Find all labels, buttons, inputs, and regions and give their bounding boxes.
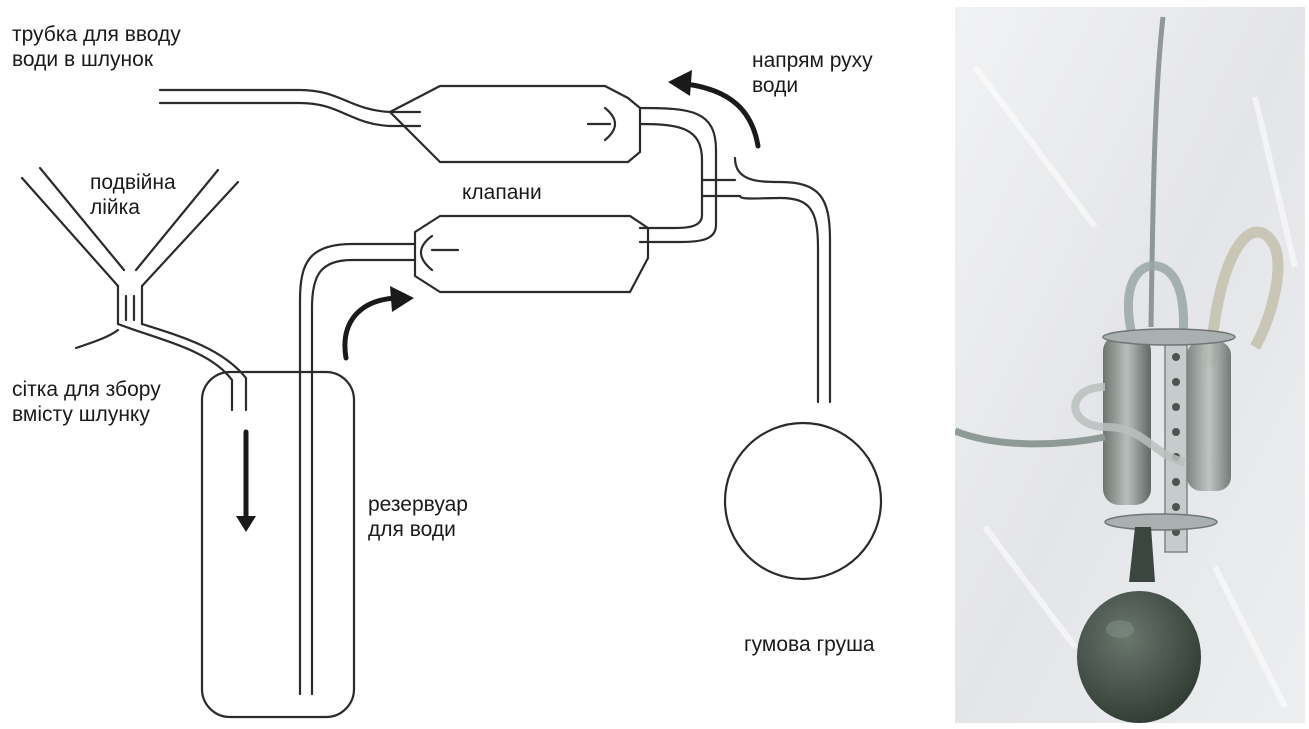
lower-valve-disc xyxy=(421,236,432,270)
gastric-lavage-schematic xyxy=(0,0,930,729)
strap-hole xyxy=(1172,403,1180,411)
arrow-head-intake xyxy=(390,286,414,312)
double-funnel-spout xyxy=(118,286,142,324)
double-funnel-label-line-2: лійка xyxy=(90,195,176,220)
rubber-bulb xyxy=(1077,591,1201,723)
double-funnel-label-line-1: подвійна xyxy=(90,170,176,195)
double-funnel-label: подвійна лійка xyxy=(90,170,176,220)
water-direction-arrow-intake xyxy=(345,298,396,358)
junction xyxy=(702,180,740,196)
strap-hole xyxy=(1172,478,1180,486)
lower-valve-body xyxy=(415,216,648,292)
mounting-plate-top xyxy=(1103,329,1235,345)
valve-body-right xyxy=(1187,341,1231,491)
upper-valve-outlet-inner xyxy=(640,124,702,228)
reservoir-intake-tube-inner xyxy=(312,260,415,694)
bulb-highlight xyxy=(1106,620,1134,638)
valves-label: клапани xyxy=(462,180,542,205)
valve-body-left xyxy=(1103,335,1151,505)
reservoir-label-line-1: резервуар xyxy=(368,492,468,517)
rubber-bulb-outline xyxy=(725,423,881,579)
bulb-tube xyxy=(735,158,830,402)
water-direction-label: напрям руху води xyxy=(752,48,873,98)
reservoir-label: резервуар для води xyxy=(368,492,468,542)
mounting-plate-bottom xyxy=(1105,514,1217,530)
collection-mesh-label-line-2: вмісту шлунку xyxy=(12,402,161,427)
arrow-head-reservoir xyxy=(236,516,256,532)
rubber-bulb-label: гумова груша xyxy=(744,632,875,657)
arrow-head-top xyxy=(668,70,692,96)
inlet-tube-inner xyxy=(160,103,420,126)
inlet-tube-label-line-2: води в шлунок xyxy=(12,47,181,72)
strap-hole xyxy=(1172,503,1180,511)
inlet-tube xyxy=(160,90,420,112)
strap-hole xyxy=(1172,378,1180,386)
strap-hole xyxy=(1172,428,1180,436)
strap-hole xyxy=(1172,353,1180,361)
reservoir-label-line-2: для води xyxy=(368,517,468,542)
collection-mesh-label-line-1: сітка для збору xyxy=(12,377,161,402)
collection-mesh-label: сітка для збору вмісту шлунку xyxy=(12,377,161,427)
device-photo xyxy=(955,7,1305,723)
inlet-tube-label: трубка для вводу води в шлунок xyxy=(12,22,181,72)
water-reservoir xyxy=(202,372,354,717)
water-direction-label-line-2: води xyxy=(752,73,873,98)
inlet-tube-label-line-1: трубка для вводу xyxy=(12,22,181,47)
bulb-tube-inner xyxy=(740,196,818,402)
collection-mesh-line xyxy=(76,330,118,348)
water-direction-label-line-1: напрям руху xyxy=(752,48,873,73)
